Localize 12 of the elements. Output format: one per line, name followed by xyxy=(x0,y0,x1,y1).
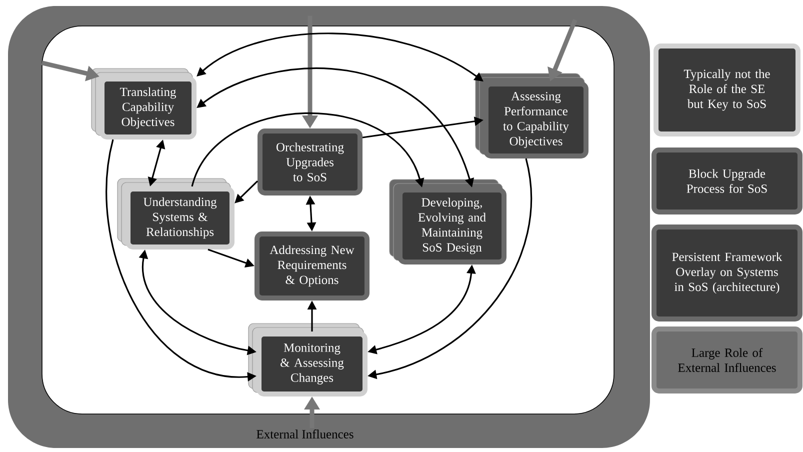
legend-box: Block Upgrade Process for SoS xyxy=(652,148,802,214)
legend-box: Large Role of External Influences xyxy=(652,326,802,394)
process-box: Developing, Evolving and Maintaining SoS Design xyxy=(389,179,506,264)
legend-box: Persistent Framework Overlay on Systems in SoS (architecture) xyxy=(652,224,802,322)
band-label: External Influences xyxy=(256,430,354,438)
process-box: Assessing Performance to Capability Objectives xyxy=(475,73,588,158)
process-box: Monitoring & Assessing Changes xyxy=(248,323,368,396)
process-box: Addressing New Requirements & Options xyxy=(254,232,370,300)
process-box: Orchestrating Upgrades to SoS xyxy=(258,128,362,196)
process-box: Understanding Systems & Relationships xyxy=(117,178,234,250)
legend-box: Typically not the Role of the SE but Key to SoS xyxy=(654,44,800,136)
process-box: Translating Capability Objectives xyxy=(91,68,196,140)
